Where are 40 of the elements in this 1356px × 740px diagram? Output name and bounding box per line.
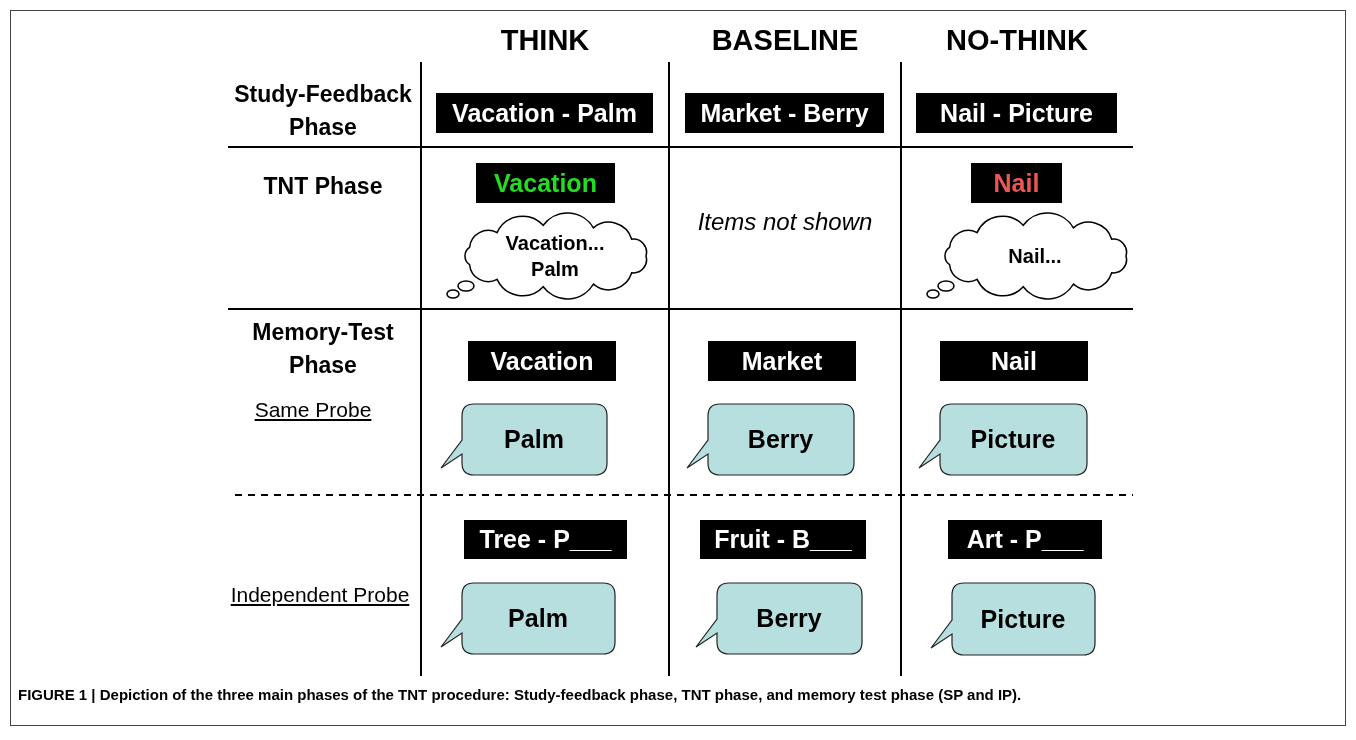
- column-header: BASELINE: [710, 23, 860, 58]
- word-card: [940, 341, 1088, 381]
- cue-word: Fruit - B___: [714, 525, 852, 554]
- column-header: NO-THINK: [945, 23, 1089, 58]
- word-card: [685, 93, 884, 133]
- response-text: Palm: [504, 425, 564, 454]
- word-card: [468, 341, 616, 381]
- probe-label: Independent Probe: [229, 582, 411, 608]
- probe-label: Same Probe: [253, 397, 373, 423]
- response-text: Berry: [747, 425, 814, 454]
- cue-word: Nail - Picture: [940, 98, 1093, 128]
- cue-word: Nail: [993, 168, 1040, 198]
- cue-word: Vacation: [490, 346, 594, 376]
- response-text: Picture: [970, 425, 1056, 454]
- word-card: [464, 520, 627, 559]
- word-card: [948, 520, 1102, 559]
- response-text: Berry: [756, 604, 822, 633]
- row-label: Study-Feedback Phase: [233, 80, 413, 142]
- response-text: Picture: [980, 604, 1066, 634]
- response-text: Palm: [508, 604, 568, 633]
- thought-text: Vacation... Palm: [504, 231, 606, 282]
- cue-word: Vacation: [494, 168, 597, 198]
- thought-text: Nail...: [1008, 244, 1062, 269]
- cue-word: Nail: [991, 346, 1037, 376]
- word-card: [476, 163, 615, 203]
- word-card: [916, 93, 1117, 133]
- row-label: Memory-Test Phase: [251, 318, 395, 380]
- note-text: Items not shown: [696, 207, 874, 237]
- cue-word: Market: [741, 346, 823, 376]
- figure-caption: FIGURE 1 | Depiction of the three main phases of the TNT procedure: Study-feedback phase, TNT phase, and memory test phase (SP and IP).: [18, 686, 1023, 703]
- column-header: THINK: [499, 23, 591, 58]
- cue-word: Market - Berry: [700, 98, 869, 128]
- word-card: [971, 163, 1062, 203]
- cue-word: Vacation - Palm: [452, 98, 637, 128]
- word-card: [708, 341, 856, 381]
- word-card: [436, 93, 653, 133]
- cue-word: Art - P___: [966, 525, 1084, 554]
- word-card: [700, 520, 866, 559]
- cue-word: Tree - P___: [479, 525, 612, 554]
- row-label: TNT Phase: [262, 172, 384, 201]
